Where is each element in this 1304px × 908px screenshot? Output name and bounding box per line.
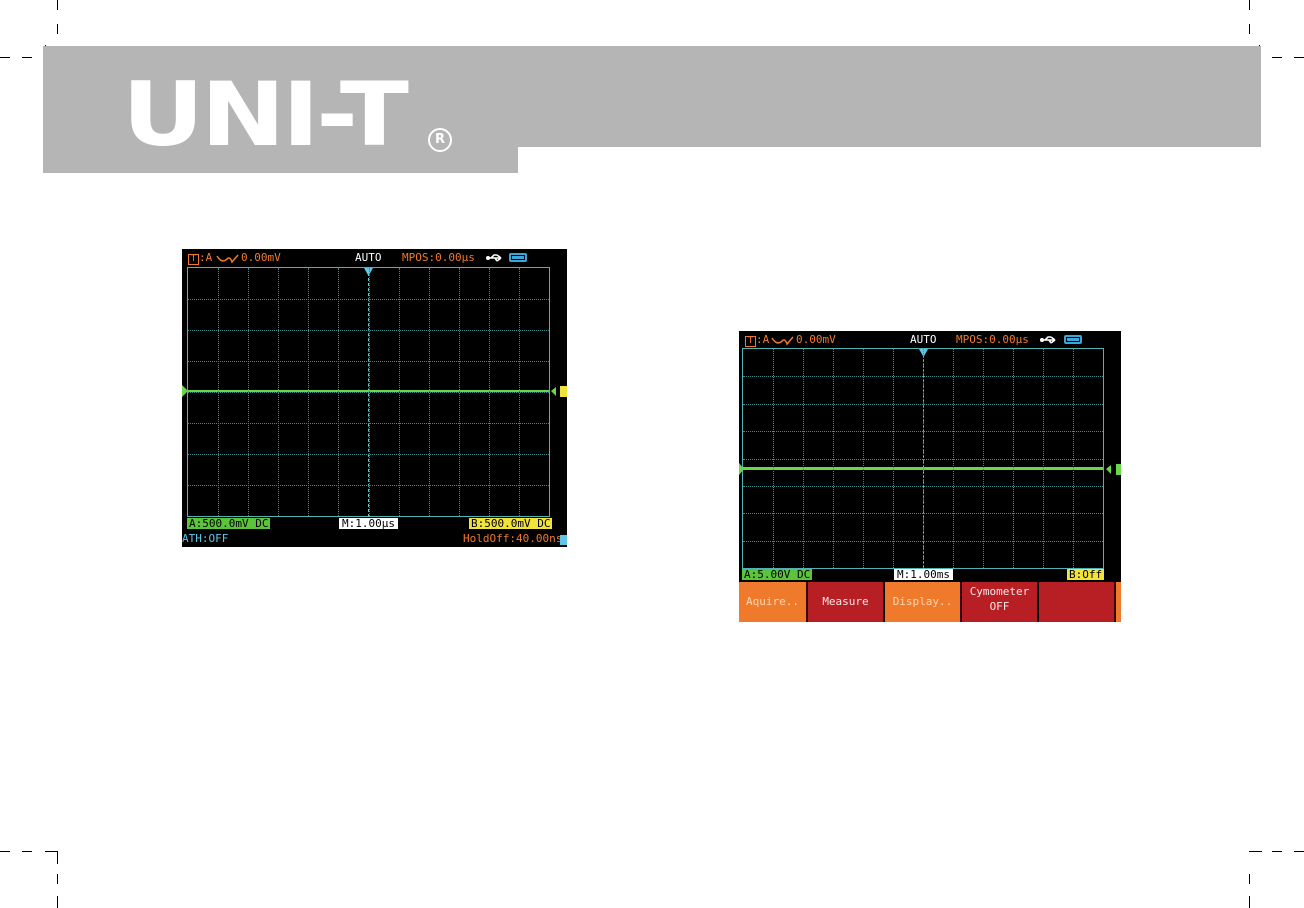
timebase-setting: M:1.00µs	[339, 518, 398, 529]
battery-icon	[509, 253, 527, 262]
trigger-level-marker	[550, 386, 567, 397]
grid-division-horizontal	[188, 330, 549, 331]
brand-logo: UNI-T	[122, 74, 405, 156]
softkey-cymometer[interactable]: Cymometer OFF	[962, 582, 1038, 622]
grid-division-horizontal	[743, 459, 1103, 460]
header-band-extension	[518, 46, 1261, 147]
math-status: ATH:OFF	[182, 533, 228, 544]
softkey-display[interactable]: Display..	[885, 582, 961, 622]
softkey-edge	[1116, 582, 1121, 622]
trigger-mode: AUTO	[910, 334, 937, 345]
trigger-indicator: T:A	[188, 252, 212, 265]
channel-a-setting: A:500.0mV DC	[187, 518, 270, 529]
grid-division-horizontal	[188, 454, 549, 455]
channel-a-marker	[739, 463, 745, 475]
softkey-measure[interactable]: Measure	[808, 582, 884, 622]
grid-division-horizontal	[743, 541, 1103, 542]
trigger-indicator: T:A	[745, 334, 769, 347]
grid-division-horizontal	[743, 376, 1103, 377]
trigger-level: 0.00mV	[796, 334, 836, 345]
grid-division-horizontal	[188, 299, 549, 300]
channel-b-setting: B:Off	[1067, 569, 1104, 580]
grid-division-horizontal	[188, 361, 549, 362]
oscilloscope-screen-1: T:A 0.00mV AUTO MPOS:0.00µs A:500.0mV DC…	[182, 249, 567, 547]
timebase-setting: M:1.00ms	[894, 569, 953, 580]
edge-trigger-icon	[216, 254, 240, 264]
trigger-level: 0.00mV	[241, 252, 281, 263]
grid-division-horizontal	[743, 513, 1103, 514]
trigger-level-marker	[1105, 464, 1121, 475]
holdoff-status: HoldOff:40.00ns	[463, 533, 562, 544]
channel-b-setting: B:500.0mV DC	[469, 518, 552, 529]
registered-mark: R	[428, 128, 452, 152]
oscilloscope-screen-2: T:A 0.00mV AUTO MPOS:0.00µs A:5.00V DC M…	[739, 331, 1121, 622]
channel-a-setting: A:5.00V DC	[742, 569, 812, 580]
grid-division-horizontal	[188, 423, 549, 424]
edge-trigger-icon	[771, 336, 795, 346]
main-position: MPOS:0.00µs	[956, 334, 1029, 345]
softkey-acquire[interactable]: Aquire..	[739, 582, 807, 622]
trigger-t-icon: T	[188, 254, 199, 265]
grid-division-horizontal	[188, 392, 549, 393]
trigger-mode: AUTO	[355, 252, 382, 263]
usb-icon	[486, 253, 504, 263]
channel-a-marker	[182, 385, 189, 397]
grid-division-horizontal	[188, 485, 549, 486]
usb-icon	[1040, 335, 1058, 345]
softkey-empty[interactable]	[1039, 582, 1115, 622]
battery-icon	[1064, 335, 1082, 344]
grid-division-horizontal	[743, 486, 1103, 487]
main-position: MPOS:0.00µs	[402, 252, 475, 263]
trigger-t-icon: T	[745, 336, 756, 347]
grid-division-horizontal	[743, 404, 1103, 405]
grid-division-horizontal	[743, 431, 1103, 432]
trigger-position-marker	[919, 349, 929, 358]
holdoff-edge-marker	[560, 535, 567, 545]
